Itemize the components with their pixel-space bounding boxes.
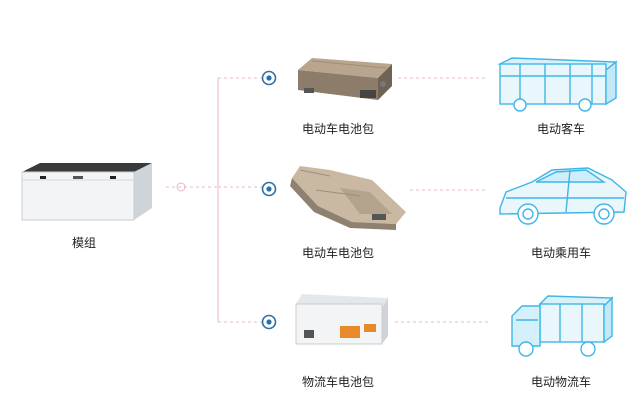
vehicle-label-3: 电动物流车 <box>530 375 592 389</box>
node-ring-icon <box>261 181 277 197</box>
node-ring-icon <box>261 70 277 86</box>
vehicle-label-2: 电动乘用车 <box>530 246 592 260</box>
battery-pack-icon <box>290 166 406 230</box>
electric-car-icon <box>499 167 627 225</box>
battery-module-icon <box>21 163 152 221</box>
pack-label-1: 电动车电池包 <box>301 122 375 136</box>
battery-pack-icon <box>295 294 388 345</box>
electric-truck-icon <box>511 295 614 357</box>
node-ring-icon <box>261 314 277 330</box>
module-label: 模组 <box>71 236 97 250</box>
vehicle-label-1: 电动客车 <box>536 122 586 136</box>
junction-dot-icon <box>176 182 186 192</box>
battery-pack-icon <box>298 58 392 100</box>
electric-bus-icon <box>497 57 618 112</box>
pack-label-2: 电动车电池包 <box>301 246 375 260</box>
pack-label-3: 物流车电池包 <box>301 375 375 389</box>
connector-lines <box>166 77 488 323</box>
